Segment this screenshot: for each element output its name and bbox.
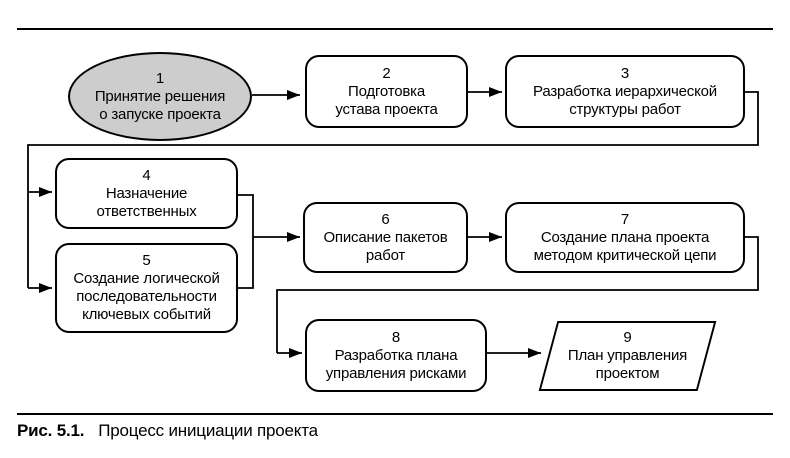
node-label-line: Принятие решения (94, 87, 226, 105)
node-label-line: Разработка плана (334, 346, 458, 364)
node-label-line: План управления (567, 347, 688, 364)
node-label-line: работ (365, 246, 406, 264)
node-number: 5 (142, 252, 151, 269)
node-label-line: ключевых событий (82, 306, 211, 323)
node-label-line: Разработка иерархической (533, 82, 717, 100)
node-number: 8 (391, 328, 401, 346)
node-number: 1 (155, 69, 165, 87)
connector-7-feedline (276, 236, 759, 353)
node-1-start-decision: 1 Принятие решения о запуске проекта (68, 52, 252, 141)
node-3-wbs: 3 Разработка иерархической структуры раб… (505, 55, 745, 128)
node-label-line: Подготовка (348, 82, 425, 100)
node-label-line: Создание плана проекта (540, 228, 710, 246)
node-number: 9 (623, 329, 632, 346)
connector-4-5-merge (238, 194, 254, 289)
node-label-line: последовательности (76, 288, 217, 305)
node-label-line: управления рисками (325, 364, 467, 382)
node-label-line: Описание пакетов (323, 228, 448, 246)
node-label-line: ответственных (96, 202, 197, 220)
node-number: 6 (381, 210, 390, 228)
node-label-line: Назначение (105, 184, 188, 202)
node-number: 4 (142, 166, 151, 184)
node-label-line: методом критической цепи (533, 246, 717, 264)
node-6-work-packages: 6 Описание пакетов работ (303, 202, 468, 273)
node-5-key-events-sequence: 5 Создание логической последовательности… (55, 243, 238, 333)
node-number: 2 (382, 64, 391, 82)
figure-caption: Рис. 5.1. Процесс инициации проекта (17, 421, 318, 441)
node-8-risk-management-plan: 8 Разработка плана управления рисками (305, 319, 487, 392)
node-label-line: проектом (595, 365, 660, 382)
node-9-project-management-plan: 9 План управления проектом (538, 321, 717, 391)
node-4-assign-responsible: 4 Назначение ответственных (55, 158, 238, 229)
node-2-project-charter: 2 Подготовка устава проекта (305, 55, 468, 128)
figure-caption-label: Рис. 5.1. (17, 421, 85, 440)
node-label-line: Создание логической (73, 270, 220, 287)
bottom-rule (17, 413, 773, 415)
node-label-line: структуры работ (569, 100, 681, 118)
node-7-critical-chain-plan: 7 Создание плана проекта методом критиче… (505, 202, 745, 273)
node-number: 3 (620, 64, 630, 82)
figure-caption-text: Процесс инициации проекта (98, 421, 318, 440)
node-number: 7 (620, 210, 630, 228)
top-rule (17, 28, 773, 30)
node-label-line: устава проекта (335, 100, 438, 118)
node-label-line: о запуске проекта (99, 105, 221, 123)
